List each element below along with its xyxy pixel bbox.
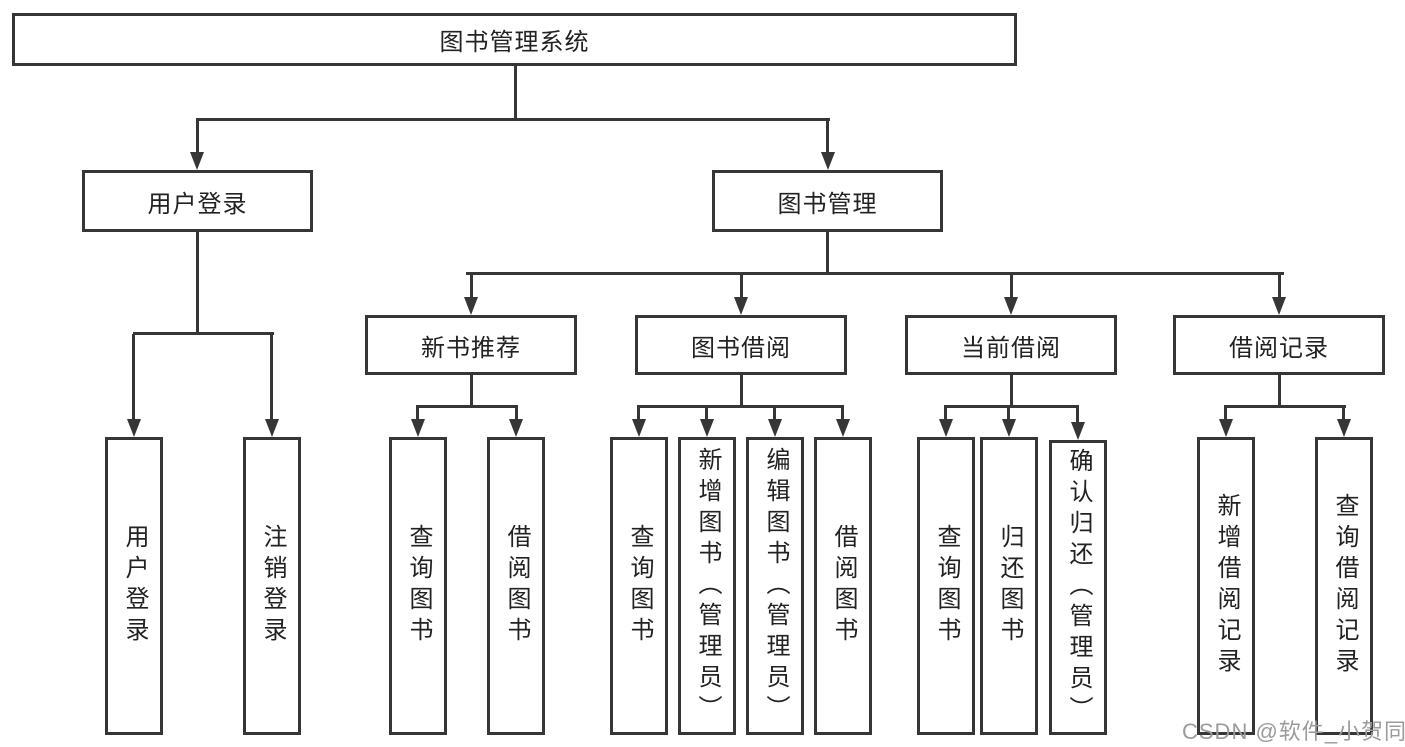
arrow-down-icon [1337,419,1351,437]
connector-line [637,405,844,408]
leaf-logout-login: 注销登录 [243,437,301,735]
arrow-down-icon [127,419,141,437]
node-user-login: 用户登录 [82,170,313,232]
connector-line [470,274,473,297]
arrow-down-icon [464,297,478,315]
node-current-borrowing: 当前借阅 [905,315,1117,375]
connector-line [417,405,518,408]
connector-line [1278,274,1281,297]
connector-line [705,405,708,419]
connector-line [1224,405,1227,419]
arrow-down-icon [632,419,646,437]
arrow-down-icon [768,419,782,437]
arrow-down-icon [190,152,204,170]
arrow-down-icon [1219,419,1233,437]
arrow-down-icon [1002,419,1016,437]
node-new-book-recommend: 新书推荐 [365,315,577,375]
leaf-confirm-return-admin: 确认归还（管理员） [1049,440,1107,735]
connector-line [637,405,640,419]
leaf-return-books: 归还图书 [980,437,1038,735]
leaf-edit-books-admin: 编辑图书（管理员） [746,437,804,735]
arrow-down-icon [265,419,279,437]
leaf-query-books-current: 查询图书 [917,437,975,735]
connector-line [1007,405,1010,419]
leaf-query-borrow-record: 查询借阅记录 [1315,437,1373,735]
connector-line [773,405,776,419]
connector-line [514,66,517,120]
leaf-add-borrow-record: 新增借阅记录 [1197,437,1255,735]
connector-line [196,118,830,121]
arrow-down-icon [734,297,748,315]
connector-line [826,232,829,275]
connector-line [1010,274,1013,297]
watermark: CSDN @软件_小贺同学 [1182,719,1405,744]
connector-line [740,274,743,297]
connector-line [1224,405,1346,408]
arrow-down-icon [509,419,523,437]
connector-line [841,405,844,419]
arrow-down-icon [1071,422,1085,440]
arrow-down-icon [939,419,953,437]
leaf-query-books-borrowing: 查询图书 [610,437,668,735]
connector-line [515,405,518,419]
connector-line [1076,405,1079,422]
connector-line [470,375,473,406]
connector-line [270,334,273,419]
connector-line [196,120,199,152]
connector-line [1342,405,1345,419]
connector-line [1278,375,1281,406]
arrow-down-icon [700,419,714,437]
arrow-down-icon [821,152,835,170]
leaf-add-books-admin: 新增图书（管理员） [678,437,736,735]
arrow-down-icon [1272,297,1286,315]
node-borrowing-records: 借阅记录 [1173,315,1385,375]
node-library-system: 图书管理系统 [12,13,1017,66]
node-book-borrowing: 图书借阅 [635,315,847,375]
node-book-management: 图书管理 [712,170,943,232]
connector-line [466,272,1284,275]
connector-line [944,405,947,419]
leaf-query-books-recommend: 查询图书 [389,437,447,735]
connector-line [133,332,274,335]
connector-line [1010,375,1013,406]
connector-line [826,120,829,152]
leaf-user-login: 用户登录 [105,437,163,735]
arrow-down-icon [836,419,850,437]
arrow-down-icon [1004,297,1018,315]
connector-line [740,375,743,406]
connector-line [196,232,199,334]
leaf-borrow-books-recommend: 借阅图书 [487,437,545,735]
connector-line [132,334,135,419]
arrow-down-icon [411,419,425,437]
connector-line [944,405,1079,408]
connector-line [416,405,419,419]
leaf-borrow-books-borrowing: 借阅图书 [814,437,872,735]
